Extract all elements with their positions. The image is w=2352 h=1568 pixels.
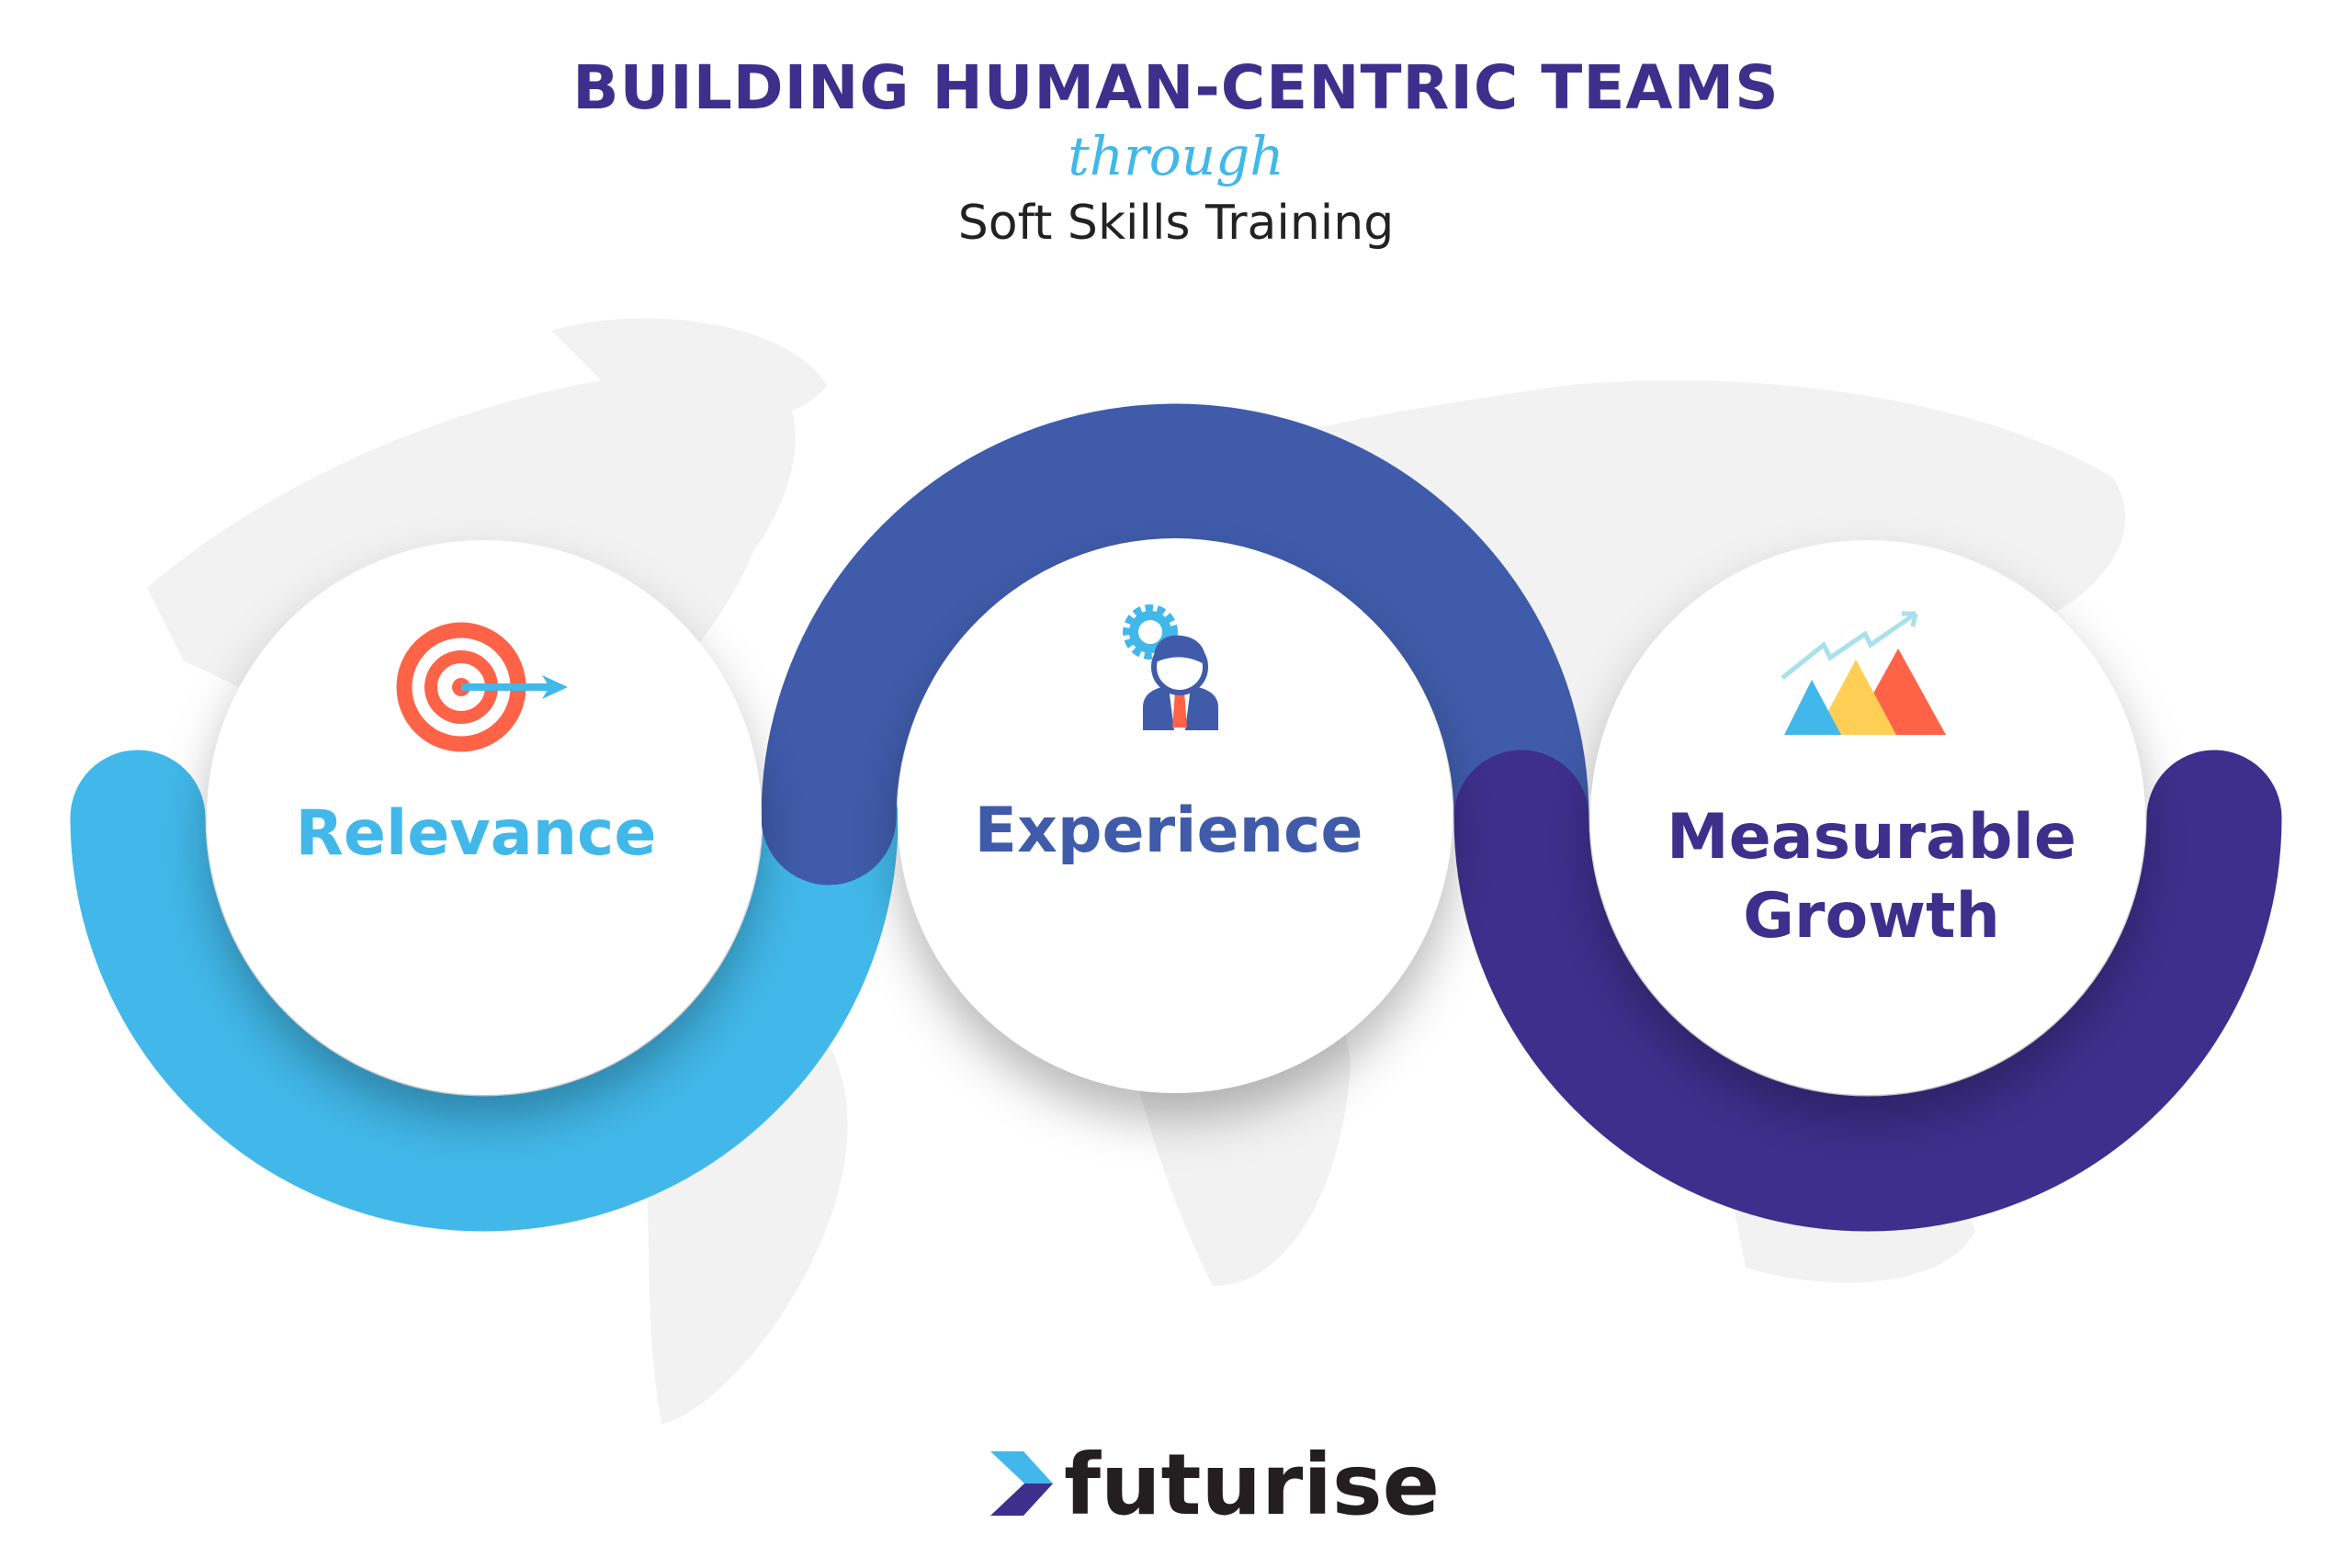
growth-label-line2: Growth — [1743, 880, 2000, 953]
relevance-circle — [207, 540, 762, 1095]
futurise-logo: futurise — [990, 1436, 1440, 1534]
experience-arc — [761, 403, 1589, 886]
businessman-gear-icon — [1123, 604, 1218, 730]
page-subtitle: Soft Skills Training — [958, 196, 1394, 251]
page-title: BUILDING HUMAN-CENTRIC TEAMS — [572, 52, 1779, 123]
relevance-label: Relevance — [296, 797, 657, 870]
experience-circle — [898, 538, 1453, 1093]
brand-name: futurise — [1064, 1436, 1440, 1534]
target-icon — [396, 622, 568, 752]
growth-circle — [1590, 540, 2145, 1095]
growth-chart-icon — [1781, 611, 1946, 735]
experience-label: Experience — [975, 795, 1363, 867]
growth-label-line1: Measurable — [1667, 801, 2076, 874]
growth-arc — [1453, 750, 2282, 1232]
relevance-arc — [70, 750, 899, 1232]
connector-text: through — [1068, 125, 1283, 187]
